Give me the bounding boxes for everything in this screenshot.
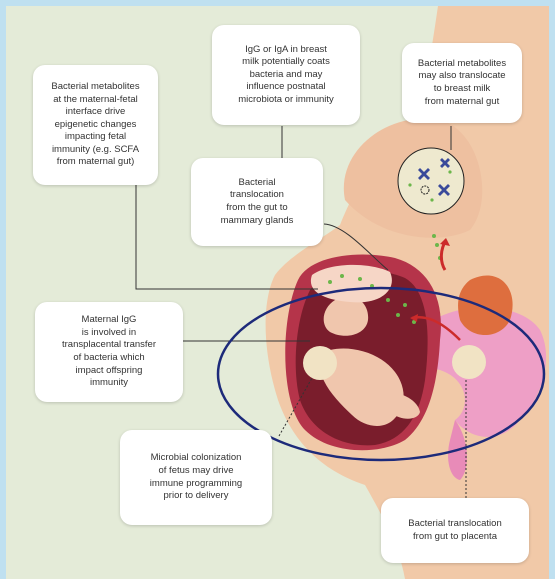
callout-mammary: Bacterial translocation from the gut to … [191,158,323,246]
breast-inset [398,148,464,214]
callout-mammary-text: Bacterial translocation from the gut to … [221,177,294,227]
callout-breast-milk-text: Bacterial metabolites may also transloca… [418,58,506,108]
callout-maternal-igg-text: Maternal IgG is involved in transplacent… [62,314,156,389]
callout-epigenetic-text: Bacterial metabolites at the maternal-fe… [51,81,139,169]
callout-igg-iga-text: IgG or IgA in breast milk potentially co… [238,44,334,107]
callout-placenta-text: Bacterial translocation from gut to plac… [408,518,501,543]
callout-placenta: Bacterial translocation from gut to plac… [381,498,529,563]
callout-breast-milk: Bacterial metabolites may also transloca… [402,43,522,123]
stomach [458,276,513,335]
placenta-inset [452,345,486,379]
callout-colonization-text: Microbial colonization of fetus may driv… [150,452,242,502]
callout-maternal-igg: Maternal IgG is involved in transplacent… [35,302,183,402]
fetal-gut-inset [303,346,337,380]
callout-igg-iga: IgG or IgA in breast milk potentially co… [212,25,360,125]
callout-epigenetic: Bacterial metabolites at the maternal-fe… [33,65,158,185]
callout-colonization: Microbial colonization of fetus may driv… [120,430,272,525]
